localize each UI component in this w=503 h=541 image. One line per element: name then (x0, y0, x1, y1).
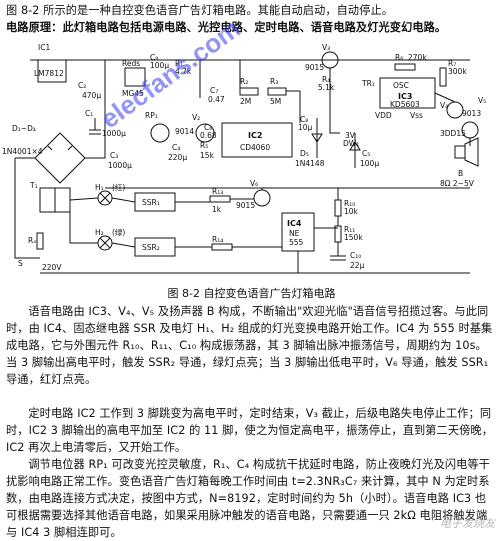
q9014-label: 9014 (175, 127, 194, 136)
r3-value: 5M (270, 97, 281, 106)
c3-value: 1000μ (108, 161, 132, 170)
r4-value: 5.1k (318, 83, 335, 92)
paragraph-3: 调节电位器 RP₁ 可改变光控灵敏度，R₁、C₄ 构成抗干扰延时电路，防止夜晚灯… (6, 458, 490, 539)
r11-label: R₁₁ (344, 225, 355, 234)
v4-label: V₄ (440, 101, 448, 110)
intro-line-1: 图 8-2 所示的是一种自控变色语音广告灯箱电路。其能自动启动，自动停止。 (6, 4, 394, 17)
3v-label: 3V (345, 131, 356, 140)
v5-label: V₅ (478, 96, 486, 105)
r6-label: R₆ (395, 53, 403, 62)
red-label: (红) (112, 182, 125, 192)
osc-label: OSC (393, 81, 409, 90)
c10-label: C₁₀ (350, 251, 361, 260)
v3-label: V₃ (322, 43, 330, 52)
r10-value: 10k (344, 207, 359, 216)
ssr1-label: SSR₁ (142, 198, 160, 207)
q9015b-label: 9015 (236, 201, 255, 210)
ic4-label: IC4 (287, 219, 302, 228)
c3-label: C₃ (110, 151, 118, 160)
r10-label: R₁₀ (344, 199, 355, 208)
ic4-part2: 555 (289, 238, 304, 247)
c4-value: 220μ (168, 153, 187, 162)
c2-label: C₂ (78, 81, 86, 90)
ic4-part: NE (289, 229, 300, 238)
ic3-label: IC3 (398, 92, 412, 101)
c9-label: C₉ (150, 53, 158, 62)
c9-value: 100μ (150, 61, 169, 70)
q9015-label: 9015 (305, 63, 324, 72)
c8-value: 10μ (298, 123, 313, 132)
c10-value: 22μ (350, 261, 365, 270)
reds-part: MG45 (122, 89, 144, 98)
vss-label: Vss (410, 111, 423, 120)
ic2-label: IC2 (248, 131, 262, 140)
dw1-label: DW₁ (343, 139, 359, 148)
ic1-label: IC1 (38, 43, 50, 52)
green-label: (绿) (112, 228, 125, 237)
c5-label: C₅ (362, 149, 370, 158)
r1-value: 4.7k (175, 67, 192, 76)
vdd-label: VDD (375, 111, 392, 120)
r14-label: R₁₄ (212, 235, 223, 244)
t1-label: T₁ (29, 181, 38, 190)
r2-value: 2M (240, 97, 251, 106)
tr1-label: TR₁ (361, 79, 375, 88)
c4-label: C₄ (172, 143, 180, 152)
r12-value: 1k (212, 205, 222, 214)
d5-label: D₅ (300, 149, 309, 158)
c7-value: 0.47 (208, 95, 225, 104)
v2-label: V₂ (192, 113, 200, 122)
c6-value: 0.68 (200, 131, 217, 140)
r11-value: 150k (344, 233, 363, 242)
intro-line-2: 电路原理：此灯箱电路包括电源电路、光控电路、定时电路、语音电路及灯光变幻电路。 (6, 21, 447, 34)
r2-label: R₂ (240, 77, 248, 86)
ssr2-label: SSR₂ (142, 243, 160, 252)
v6-label: V₆ (250, 179, 258, 188)
q9013-label: 9013 (462, 109, 481, 118)
speaker-b-value: 8Ω 2~5V (440, 179, 475, 188)
figure-caption: 图 8-2 自控变色语音广告灯箱电路 (167, 287, 336, 300)
d1d4-label: D₁~D₄ (12, 124, 36, 133)
rp1-label: RP₁ (145, 111, 158, 120)
paragraph-2: 定时电路 IC2 工作到 3 脚跳变为高电平时，定时结束，V₃ 截止，后级电路失… (6, 407, 493, 454)
3dd15-label: 3DD15 (440, 129, 466, 138)
c6-label: C₆ (204, 123, 212, 132)
speaker-b-label: B (458, 169, 463, 178)
r7-label: R₇ (448, 59, 456, 68)
r3-label: R₃ (270, 77, 278, 86)
watermark-logo: 电子发烧友 (440, 517, 495, 530)
r1-label: R₁ (175, 59, 183, 68)
c1-value: 1000μ (102, 129, 126, 138)
rx-label: Rₓ (28, 236, 37, 245)
d5-part: 1N4148 (295, 159, 325, 168)
r13-label: R₁₃ (212, 187, 223, 196)
h1-label: H₁ (95, 183, 104, 192)
h2-label: H₂ (95, 228, 104, 237)
switch-label: S (18, 259, 23, 268)
ic2-part: CD4060 (240, 143, 270, 152)
c7-label: C₇ (210, 86, 218, 95)
reds-label: Reds (122, 59, 140, 68)
c2-value: 470μ (82, 91, 101, 100)
ic1-part: LM7812 (34, 69, 64, 78)
d1d4-part: 1N4001×4 (2, 147, 43, 156)
c1-label: C₁ (85, 109, 93, 118)
ic3-part: KD5603 (390, 100, 420, 109)
circuit-schematic: IC1 LM7812 D₁~D₄ 1N4001×4 T₁ C₂ 470μ C₁ … (2, 43, 486, 274)
ac-label: 220V (42, 263, 62, 272)
c8-label: C₈ (300, 115, 308, 124)
r7-value: 300k (448, 67, 467, 76)
r4-label: R₄ (322, 75, 330, 84)
r5-value: 15k (200, 151, 215, 160)
paragraph-1: 语音电路由 IC3、V₄、V₅ 及扬声器 B 构成，不断输出"欢迎光临"语音信号… (6, 305, 493, 386)
r6-value: 270k (408, 53, 427, 62)
r5-label: R₅ (200, 141, 208, 150)
c5-value: 100μ (360, 159, 379, 168)
